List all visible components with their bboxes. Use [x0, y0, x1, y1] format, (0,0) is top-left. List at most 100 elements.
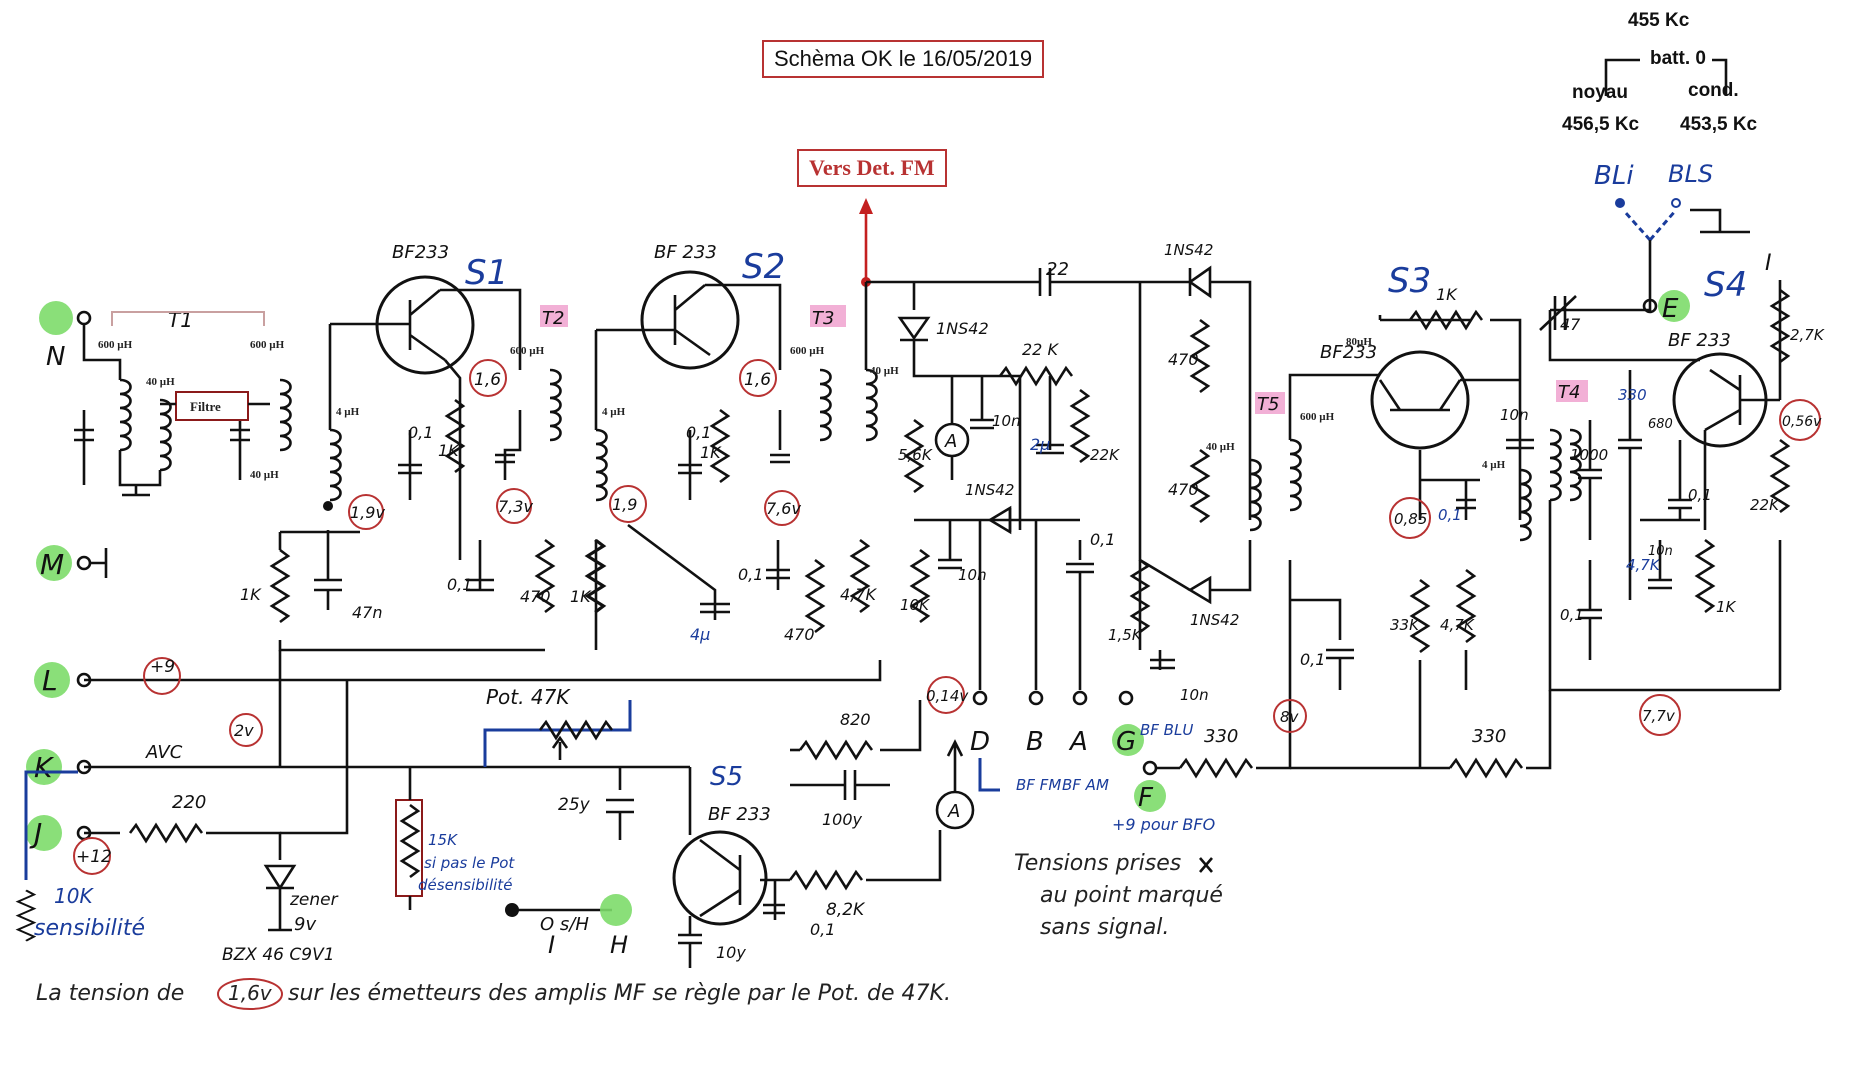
svg-text:10n: 10n [1500, 406, 1529, 424]
svg-text:BF233: BF233 [392, 242, 449, 263]
connector-E-pin[interactable] [1642, 298, 1658, 314]
svg-text:0,1: 0,1 [408, 423, 433, 442]
svg-text:8,2K: 8,2K [826, 900, 866, 920]
t3-tag [810, 305, 846, 327]
svg-text:4,7K: 4,7K [1626, 556, 1661, 574]
svg-text:10n: 10n [958, 566, 987, 584]
freq-center-label: 455 Kc [1628, 10, 1690, 31]
svg-text:0,1: 0,1 [1688, 486, 1712, 504]
connector-A-pin[interactable] [1072, 690, 1088, 706]
svg-text:1,9: 1,9 [612, 495, 637, 514]
svg-text:5,6K: 5,6K [898, 446, 933, 464]
svg-text:T2: T2 [542, 308, 564, 329]
svg-text:7,6v: 7,6v [766, 499, 801, 518]
connector-F: F [1138, 783, 1154, 813]
svg-text:40 µH: 40 µH [870, 365, 899, 377]
sens-pot-value: 10K [54, 884, 94, 908]
svg-text:T4: T4 [1558, 382, 1580, 403]
svg-text:600 µH: 600 µH [250, 339, 285, 351]
bli-contact [1615, 198, 1625, 208]
svg-text:Filtre: Filtre [190, 399, 221, 414]
connector-F-pin[interactable] [1142, 760, 1158, 776]
plus9-rail [84, 660, 882, 682]
svg-text:10n: 10n [1648, 544, 1673, 559]
connector-L[interactable]: L [34, 662, 92, 698]
svg-text:AVC: AVC [145, 742, 183, 763]
connector-E: E [1662, 294, 1679, 324]
connector-N[interactable]: N [39, 301, 92, 372]
connector-H: H [610, 931, 628, 959]
svg-text:2µ: 2µ [1030, 435, 1050, 454]
fm-detector-box: Vers Det. FM [797, 149, 947, 187]
connector-J[interactable]: J [26, 815, 92, 851]
connector-K[interactable]: K [26, 749, 92, 785]
connector-B-pin[interactable] [1028, 690, 1044, 706]
batt-label: batt. 0 [1650, 48, 1706, 69]
svg-text:40 µH: 40 µH [250, 469, 279, 481]
noyau-label: noyau [1572, 82, 1628, 103]
connector-G-pin[interactable] [1118, 690, 1134, 706]
svg-text:470: 470 [1168, 350, 1199, 369]
connector-I: I [548, 931, 555, 959]
connector-D-pin[interactable] [972, 690, 988, 706]
connector-B: B [1026, 727, 1044, 757]
s1-label: S1 [465, 253, 508, 293]
svg-text:0,14v: 0,14v [926, 687, 969, 705]
s3-transistor [1370, 350, 1470, 450]
svg-text:7,3v: 7,3v [498, 497, 533, 516]
svg-text:au point marqué: au point marqué [1040, 883, 1223, 908]
svg-text:1NS42: 1NS42 [965, 481, 1014, 499]
svg-text:4 µH: 4 µH [336, 406, 360, 418]
svg-text:22K: 22K [1090, 446, 1120, 464]
connector-M[interactable]: M [36, 545, 108, 581]
bls-contact [1671, 198, 1681, 208]
svg-text:1,6: 1,6 [474, 370, 501, 390]
svg-text:47n: 47n [352, 603, 383, 622]
svg-text:Tensions prises: Tensions prises [1014, 851, 1181, 876]
svg-text:7,7v: 7,7v [1642, 707, 1676, 725]
svg-text:22 K: 22 K [1022, 340, 1059, 359]
svg-text:BF 233: BF 233 [654, 242, 717, 263]
svg-text:0,1: 0,1 [447, 575, 472, 594]
connector-D: D [970, 727, 990, 757]
svg-text:1,6: 1,6 [744, 370, 771, 390]
svg-text:4 µH: 4 µH [1482, 459, 1506, 471]
svg-text:N: N [46, 342, 65, 372]
svg-text:La tension de: La tension de [36, 981, 184, 1006]
svg-text:100y: 100y [822, 810, 863, 829]
svg-text:33K: 33K [1390, 616, 1420, 634]
svg-text:A: A [947, 801, 960, 822]
svg-text:470: 470 [1168, 480, 1199, 499]
svg-text:470: 470 [520, 587, 551, 606]
svg-text:1,6v: 1,6v [228, 981, 273, 1005]
svg-text:0,1: 0,1 [1438, 506, 1462, 524]
svg-text:9v: 9v [294, 914, 316, 935]
filtre-box [175, 391, 249, 421]
svg-text:15K: 15K [428, 831, 458, 849]
connector-G: G [1116, 727, 1136, 757]
svg-text:22K: 22K [1750, 496, 1780, 514]
s2-transistor [640, 270, 740, 370]
svg-text:désensibilité: désensibilité [418, 876, 512, 894]
svg-text:8v: 8v [1280, 708, 1300, 726]
svg-text:330: 330 [1618, 386, 1647, 404]
svg-text:0,1: 0,1 [810, 920, 835, 939]
svg-text:0,1: 0,1 [1560, 606, 1584, 624]
svg-text:1,5K: 1,5K [1108, 626, 1143, 644]
svg-text:1K: 1K [570, 587, 592, 606]
s2-label: S2 [742, 247, 785, 287]
s5-transistor [672, 830, 768, 926]
svg-text:BZX 46 C9V1: BZX 46 C9V1 [222, 945, 335, 965]
svg-text:1,9v: 1,9v [350, 503, 385, 522]
svg-text:0,56v: 0,56v [1782, 414, 1822, 430]
svg-text:+9 pour BFO: +9 pour BFO [1112, 815, 1215, 834]
connector-A: A [1068, 727, 1088, 757]
svg-text:T5: T5 [1257, 394, 1279, 415]
svg-text:+9: +9 [150, 657, 175, 677]
svg-text:4,7K: 4,7K [1440, 616, 1475, 634]
svg-text:BF 233: BF 233 [1668, 330, 1731, 351]
svg-text:330: 330 [1472, 726, 1506, 747]
t5-tag [1255, 392, 1285, 414]
svg-text:+12: +12 [76, 847, 112, 867]
